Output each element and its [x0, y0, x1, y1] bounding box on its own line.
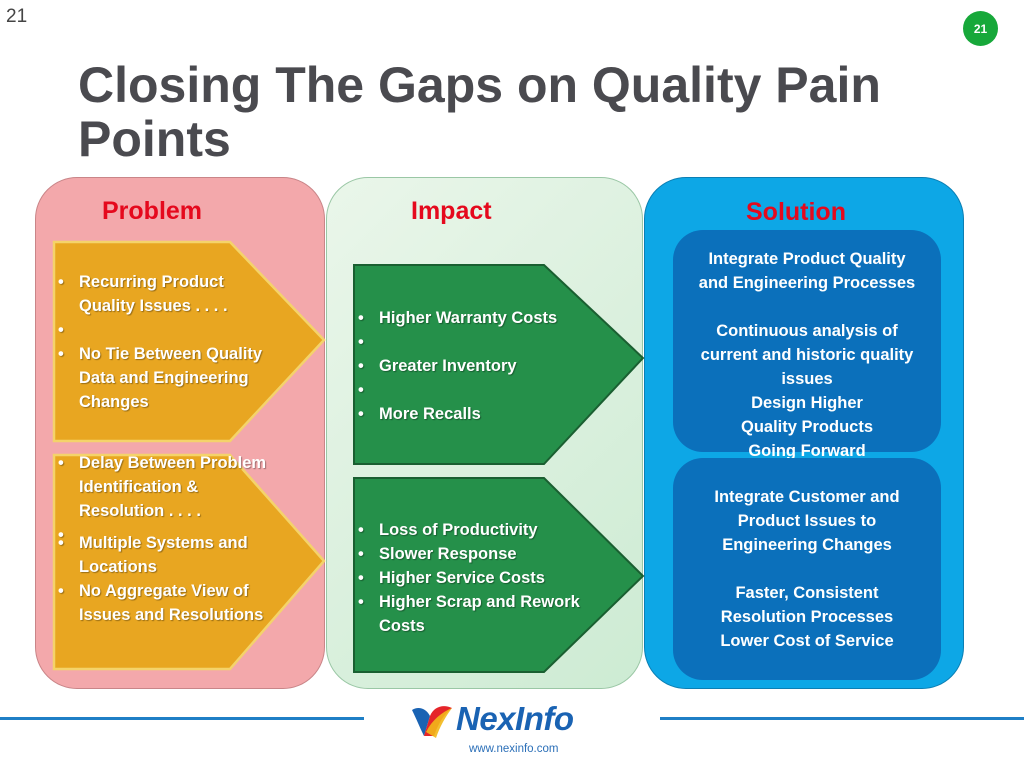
slide-title: Closing The Gaps on Quality Pain Points	[78, 57, 881, 167]
problem-item: No Aggregate View of Issues and Resoluti…	[54, 579, 284, 627]
footer-line-left	[0, 717, 364, 720]
impact-item: Greater Inventory	[354, 354, 594, 378]
impact-item: Higher Warranty Costs	[354, 306, 594, 330]
problem-item: Delay Between Problem Identification & R…	[54, 451, 284, 523]
problem-item: Recurring Product Quality Issues . . . .	[54, 270, 284, 318]
solution-text: Integrate Product Quality and Engineerin…	[698, 250, 916, 292]
logo-mark-icon	[412, 706, 452, 738]
solution-text: Faster, Consistent Resolution Processes	[720, 584, 894, 626]
impact-item: Slower Response	[354, 542, 594, 566]
solution-box-2: Integrate Customer and Product Issues to…	[673, 458, 941, 680]
solution-text: Design Higher Quality Products Going For…	[740, 394, 874, 460]
problem-item: Multiple Systems and Locations	[54, 531, 284, 579]
logo-text: NexInfo	[456, 700, 574, 737]
impact-arrow-2: Loss of Productivity Slower Response Hig…	[352, 476, 647, 674]
impact-item: More Recalls	[354, 402, 594, 426]
impact-item: Higher Service Costs	[354, 566, 594, 590]
nexinfo-logo: NexInfo	[408, 700, 618, 740]
problem-arrow-1: Recurring Product Quality Issues . . . .…	[52, 240, 327, 443]
impact-arrow-1: Higher Warranty Costs Greater Inventory …	[352, 263, 647, 466]
impact-item: Loss of Productivity	[354, 518, 594, 542]
impact-heading: Impact	[411, 197, 492, 225]
problem-item: No Tie Between Quality Data and Engineer…	[54, 342, 284, 414]
impact-item: Higher Scrap and Rework Costs	[354, 590, 594, 638]
solution-text: Continuous analysis of current and histo…	[700, 322, 914, 388]
problem-heading: Problem	[102, 197, 203, 225]
slide-number: 21	[6, 6, 28, 27]
solution-text: Integrate Customer and Product Issues to…	[714, 488, 900, 554]
footer-url: www.nexinfo.com	[469, 743, 559, 755]
solution-text: Lower Cost of Service	[720, 632, 894, 650]
solution-box-1: Integrate Product Quality and Engineerin…	[673, 230, 941, 460]
solution-heading: Solution	[746, 198, 846, 226]
footer-line-right	[660, 717, 1024, 720]
slide-number-badge: 21	[963, 11, 998, 46]
problem-arrow-2: Delay Between Problem Identification & R…	[52, 451, 327, 671]
